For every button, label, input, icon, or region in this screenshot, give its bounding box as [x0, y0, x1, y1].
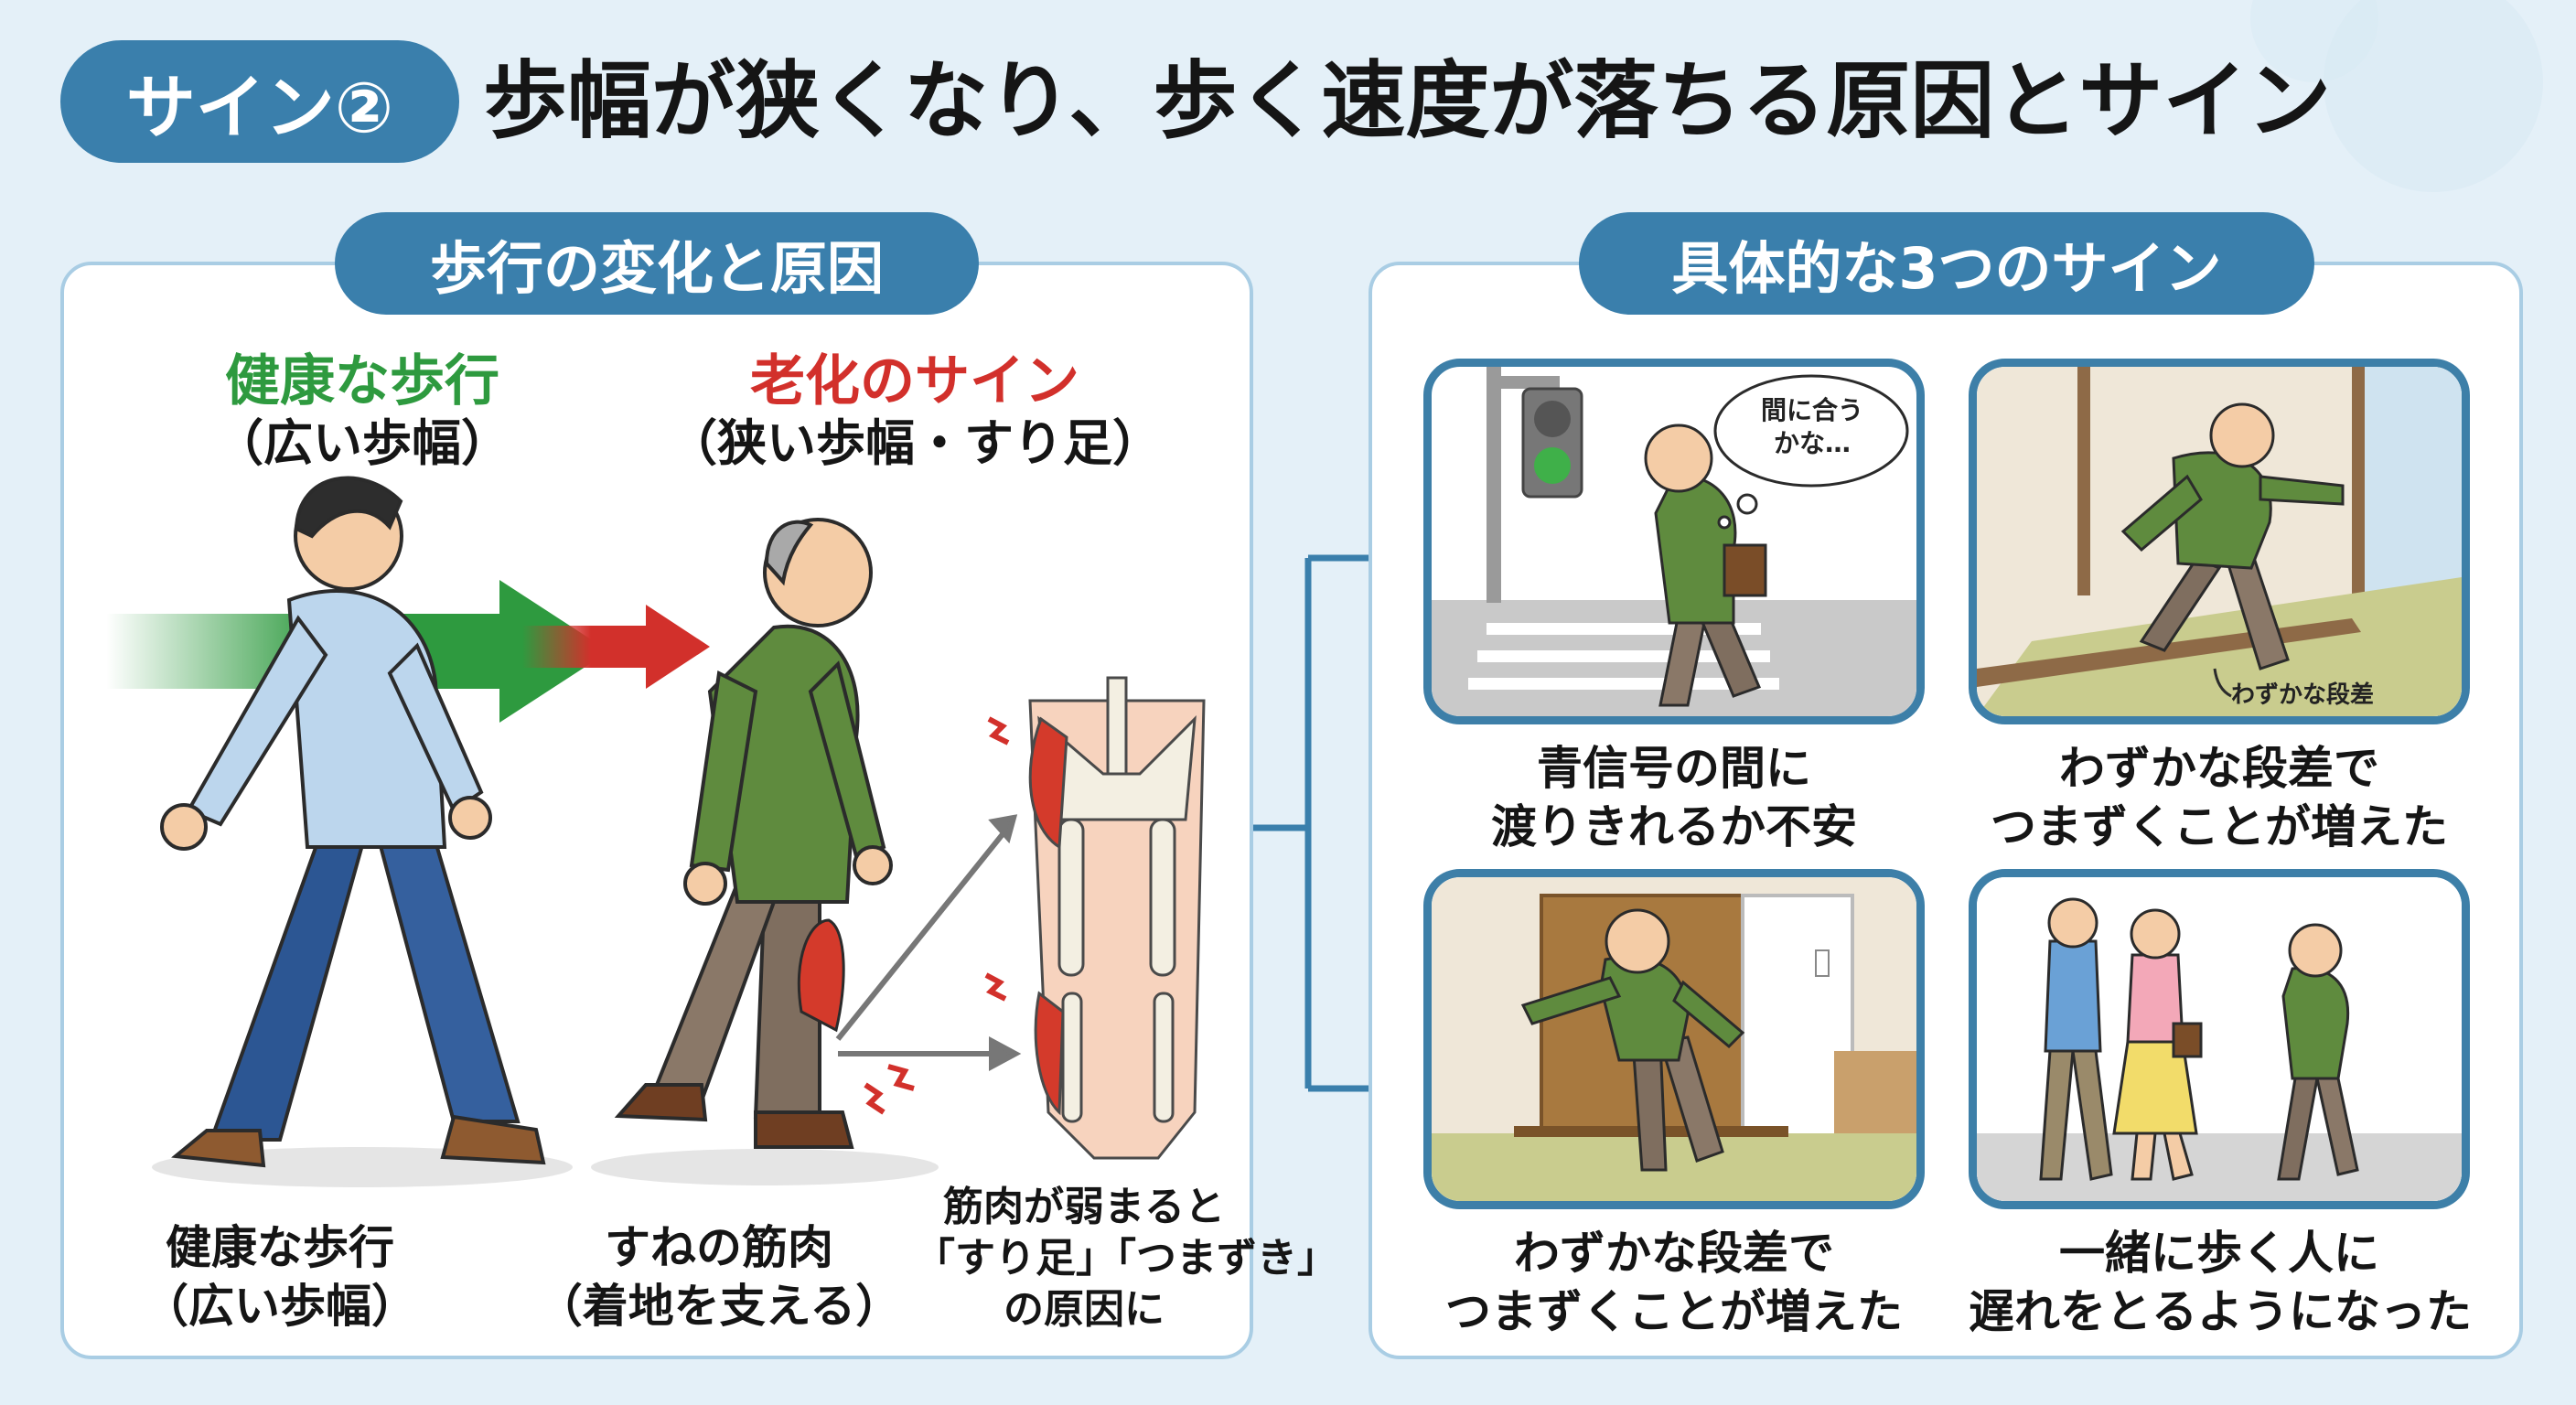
sign-card-step-trip: わずかな段差 — [1969, 359, 2470, 724]
elderly-man-walking — [614, 518, 893, 1149]
caption-shin-muscle: すねの筋肉 （着地を支える） — [536, 1221, 902, 1333]
sign-caption-crosswalk: 青信号の間に 渡りきれるか不安 — [1491, 742, 1857, 853]
sign-card-crosswalk: 間に合う かな… — [1423, 359, 1925, 724]
young-man-figure — [2039, 897, 2113, 1181]
elderly-man-behind — [2277, 923, 2359, 1181]
thought-bubble — [1713, 374, 1909, 530]
sign-caption-step-trip: わずかな段差で つまずくことが増えた — [1991, 742, 2448, 853]
red-arrow-icon — [522, 605, 710, 689]
step-note-label: わずかな段差 — [2231, 681, 2375, 709]
pointer-arrows — [835, 814, 1022, 1072]
pain-spark-icon — [864, 1064, 915, 1115]
thought-bubble-text: 間に合う かな… — [1760, 395, 1863, 458]
left-panel-heading: 歩行の変化と原因 — [335, 212, 979, 315]
leg-anatomy-diagram — [1028, 676, 1206, 1160]
caption-healthy-gait: 健康な歩行 （広い歩幅） — [143, 1221, 417, 1333]
right-panel-heading: 具体的な3つのサイン — [1579, 212, 2314, 315]
sign-card-falling-behind — [1969, 869, 2470, 1209]
elderly-man-stumbling — [1520, 908, 1745, 1172]
healthy-gait-title: 健康な歩行 — [225, 349, 499, 413]
page-title: 歩幅が狭くなり、歩く速度が落ちる原因とサイン — [483, 52, 2332, 150]
caption-muscle-weakness: 筋肉が弱まると 「すり足」「つまずき」 の原因に — [915, 1184, 1337, 1333]
gait-illustration — [106, 476, 1206, 1187]
sign-caption-doorway-trip: わずかな段差で つまずくことが増えた — [1445, 1227, 1903, 1338]
healthy-gait-subtitle: （広い歩幅） — [214, 414, 510, 472]
aging-sign-title: 老化のサイン — [750, 349, 1079, 413]
traffic-light-icon — [1521, 387, 1583, 499]
aging-sign-subtitle: （狭い歩幅・すり足） — [668, 414, 1162, 472]
sign-caption-falling-behind: 一緒に歩く人に 遅れをとるようになった — [1969, 1227, 2472, 1338]
young-woman-figure — [2112, 908, 2203, 1181]
elderly-man-tripping — [2120, 402, 2345, 670]
shin-muscle-highlight — [797, 918, 845, 1033]
sign-card-doorway-trip — [1423, 869, 1925, 1209]
young-man-walking — [160, 476, 546, 1168]
pain-spark-icon — [984, 716, 1010, 1002]
elderly-man-worried — [1644, 424, 1767, 707]
sign-badge: サイン② — [60, 40, 459, 163]
